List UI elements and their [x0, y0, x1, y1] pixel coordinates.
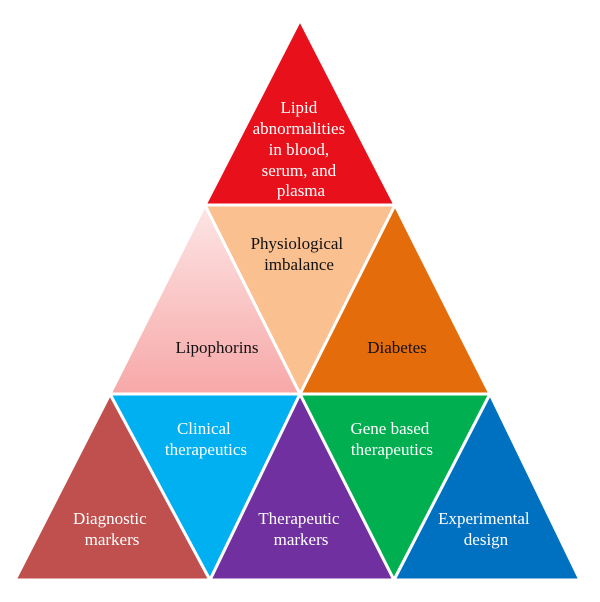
label-line: Lipophorins [175, 338, 258, 357]
label-line: Physiological [251, 234, 344, 253]
label-experimental-design: Experimental design [438, 509, 534, 549]
label-line: therapeutics [165, 440, 247, 459]
label-line: imbalance [264, 255, 334, 274]
label-line: plasma [277, 181, 326, 200]
label-line: Diabetes [367, 338, 426, 357]
label-line: Lipid [280, 98, 317, 117]
label-gene-based-therapeutics: Gene based therapeutics [350, 419, 433, 459]
label-line: Clinical [177, 419, 231, 438]
label-therapeutic-markers: Therapeutic markers [258, 509, 343, 549]
label-line: markers [85, 530, 140, 549]
label-line: Experimental [438, 509, 530, 528]
label-line: therapeutics [351, 440, 433, 459]
label-line: Therapeutic [258, 509, 340, 528]
label-line: abnormalities [253, 119, 346, 138]
label-lipophorins: Lipophorins [175, 338, 258, 357]
label-diabetes: Diabetes [367, 338, 426, 357]
label-line: in blood, [269, 140, 329, 159]
label-line: Diagnostic [73, 509, 147, 528]
label-physiological-imbalance: Physiological imbalance [251, 234, 348, 274]
label-line: markers [274, 530, 329, 549]
label-diagnostic-markers: Diagnostic markers [73, 509, 151, 549]
lipid-abnormalities-triangle [202, 16, 398, 207]
label-clinical-therapeutics: Clinical therapeutics [165, 419, 247, 459]
label-line: serum, and [262, 161, 337, 180]
experimental-design-triangle [391, 390, 583, 582]
label-line: Gene based [350, 419, 429, 438]
label-lipid-abnormalities: Lipid abnormalities in blood, serum, and… [253, 98, 350, 200]
label-line: design [464, 530, 509, 549]
